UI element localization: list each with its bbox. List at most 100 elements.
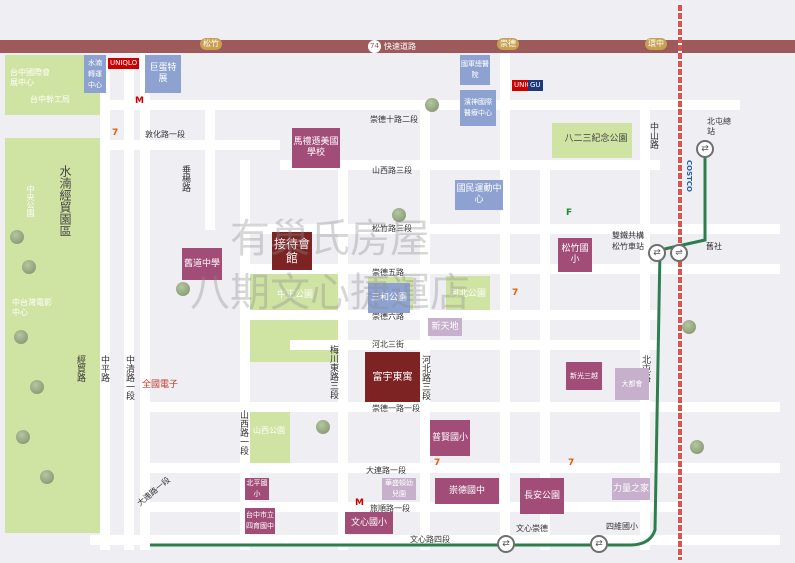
metro-station-songzhu-icon[interactable]: ⇄	[648, 244, 666, 262]
chongde-park[interactable]: 中正公園	[276, 289, 313, 300]
road-label-zhongqing: 中清路一段	[124, 355, 134, 400]
road-zhongshan	[640, 100, 650, 550]
songzhu-station-label: 松竹車站	[612, 242, 644, 251]
jiesi-reception[interactable]: 接待會館	[272, 232, 312, 270]
tree-icon	[16, 430, 30, 444]
shanxi-park[interactable]: 山西公園	[253, 425, 285, 435]
road-label-chuiyang: 垂楊路	[180, 165, 190, 192]
road-dalian	[140, 463, 780, 473]
exit-chongde: 崇德	[497, 38, 519, 50]
uniqlo-tag: UNIQLO	[108, 58, 140, 69]
songdan-park[interactable]: 三和公園	[368, 283, 410, 313]
tree-icon	[316, 420, 330, 434]
road-shanxi-1	[240, 160, 250, 550]
expressway-74-badge: 74	[368, 40, 381, 53]
road-label-chongde-1: 崇德一路一段	[372, 404, 420, 413]
road-label-dalian: 大連路一段	[366, 466, 406, 475]
wenxin-elementary[interactable]: 文心國小	[345, 512, 393, 534]
xinxian-mall[interactable]: 新天地	[428, 318, 462, 336]
dadu-store[interactable]: 大都會	[615, 368, 649, 400]
road-label-songzhu-3: 松竹路三段	[372, 224, 412, 233]
costco-label: COSTCO	[685, 160, 693, 192]
road-label-shanxi-3: 山西路三段	[372, 166, 412, 175]
tree-icon	[682, 320, 696, 334]
taizhong-gym-label: 台中幹工局	[30, 95, 70, 104]
road-wenxin	[500, 40, 510, 550]
hebei-park[interactable]: 河北公園	[449, 288, 486, 299]
kindergarten[interactable]: 華盛頓幼兒園	[382, 478, 416, 500]
road-hebei-3-st	[290, 340, 660, 350]
metro-station-beitun: 北屯總站	[707, 117, 731, 136]
seven-icon-4: 7	[568, 458, 575, 468]
guoguang-hospital[interactable]: 國軍總醫院	[460, 55, 490, 85]
road-label-zhongshan: 中山路	[648, 122, 658, 149]
central-park-label: 中央公園	[26, 185, 35, 217]
road-lvshun	[140, 502, 680, 512]
exit-songzhu: 松竹	[200, 38, 222, 50]
puxian-elementary[interactable]: 普賢國小	[430, 420, 470, 456]
shuinan-park-label: 水湳經貿園區	[58, 165, 72, 237]
railway-line	[678, 5, 682, 560]
watermark-line-2: 八期文心捷運店	[190, 270, 470, 316]
road-label-chongde-10: 崇德十路二段	[370, 115, 418, 124]
hebei-park-area	[446, 276, 490, 311]
road-zhongqing	[140, 40, 150, 550]
metro-station-beitun-icon[interactable]: ⇄	[696, 140, 714, 158]
project-fuyu[interactable]: 富宇東寓	[365, 352, 420, 402]
uniqlo-tag-east: UNIQLO	[512, 80, 544, 91]
tree-icon	[176, 282, 190, 296]
chongde-junior[interactable]: 崇德國中	[435, 478, 499, 504]
lishuo-store[interactable]: 力量之家	[612, 478, 650, 500]
road-jingmao	[100, 60, 110, 550]
seven-icon: 7	[112, 128, 119, 138]
taizhong-intl-label: 台中國際會展中心	[10, 68, 50, 87]
road-label-shanxi-1: 山西路一段	[238, 410, 248, 455]
road-chuiyang	[205, 100, 215, 230]
road-label-meichuan: 梅川東路三段	[328, 345, 338, 399]
road-label-dunhua: 敦化路一段	[145, 130, 185, 139]
heping-park-area	[552, 123, 632, 158]
road-label-hebei-3-st: 河北三街	[372, 340, 404, 349]
seven-icon-3: 7	[434, 458, 441, 468]
shuinan-transit[interactable]: 水湳轉運中心	[84, 55, 106, 93]
road-hebei	[420, 100, 430, 550]
changan-park[interactable]: 長安公園	[520, 478, 564, 514]
shenghe-store[interactable]: 新光三越	[566, 362, 602, 390]
quanguo-store[interactable]: 全國電子	[142, 380, 179, 390]
xiaoyao-school[interactable]: 舊道中學	[182, 248, 222, 280]
watermark-line-1: 有巢氏房屋	[230, 216, 430, 262]
road-label-wenxin-4: 文心路四段	[410, 535, 450, 544]
rail-station-songzhu-icon[interactable]: ⇌	[670, 244, 688, 262]
road-label-jingmao: 經貿路	[75, 355, 85, 382]
magnolia-school[interactable]: 馬禮遜美國學校	[292, 128, 340, 168]
shanxi-park-area	[248, 412, 290, 470]
metro-station-chongde-icon[interactable]: ⇄	[497, 535, 515, 553]
binmei-center[interactable]: 濱神國際醫療中心	[460, 90, 496, 126]
road-label-hebei: 河北路三段	[420, 355, 430, 400]
road-chongde-1	[140, 402, 780, 412]
beiping-school[interactable]: 北平國小	[245, 478, 269, 500]
road-dunhua	[100, 140, 280, 150]
road-label-zhongping: 中平路	[99, 355, 109, 382]
road-wenxin-4	[90, 535, 780, 545]
heping-memorial[interactable]: 八二三紀念公園	[564, 133, 628, 144]
expressway-74-label: 快速道路	[384, 42, 416, 51]
tree-icon	[425, 98, 439, 112]
seven-icon-2: 7	[512, 288, 519, 298]
dongfeng-center[interactable]: 國民運動中心	[455, 180, 503, 210]
tree-icon	[40, 470, 54, 484]
songzhu-elementary[interactable]: 松竹國小	[558, 238, 592, 272]
familymart-icon: F	[566, 208, 573, 218]
metro-station-sihang-icon[interactable]: ⇄	[590, 535, 608, 553]
jufang-exhibit[interactable]: 巨蛋特展	[145, 55, 181, 93]
mcd-icon: M	[135, 96, 144, 106]
jiushe-label: 舊社	[706, 242, 722, 251]
road-meichuan	[338, 160, 348, 550]
tw-school[interactable]: 台中市立四育國中	[245, 508, 275, 534]
exit-huanzhong: 環中	[645, 38, 667, 50]
road-chongde-main	[540, 160, 550, 550]
mcd-icon-south: M	[355, 498, 364, 508]
tree-icon	[22, 260, 36, 274]
road-label-lvshun: 旅順路一段	[370, 504, 410, 513]
